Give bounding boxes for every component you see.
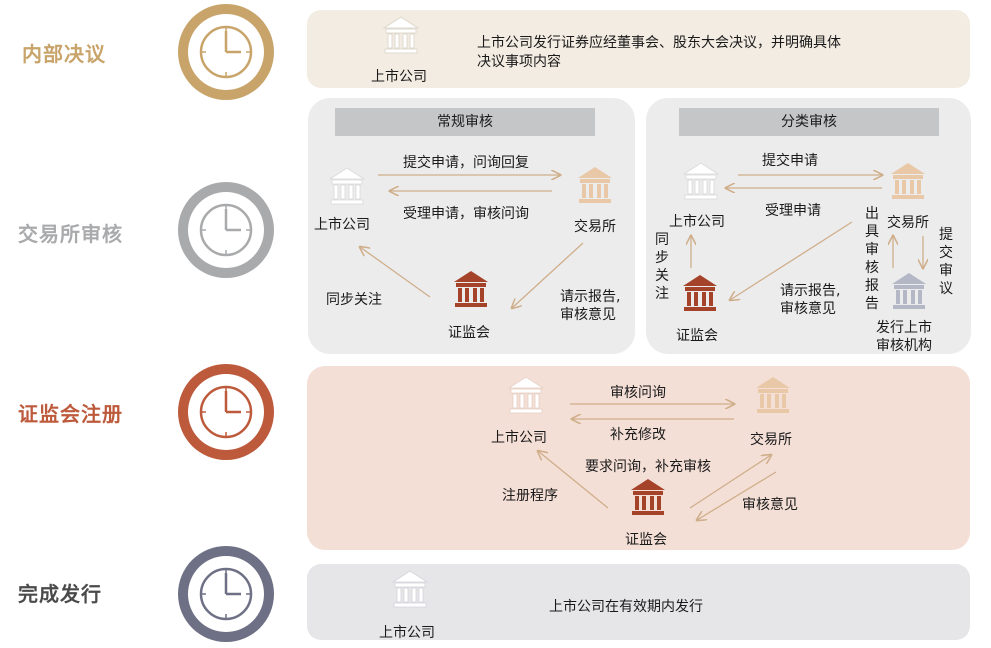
- regular-sync-label: 同步关注: [326, 292, 382, 308]
- bank-building-icon: [328, 167, 366, 205]
- bank-building-icon: [892, 273, 926, 309]
- issuance-company-label: 上市公司: [379, 625, 435, 641]
- bank-building-icon: [891, 163, 925, 199]
- bank-building-icon: [682, 162, 720, 200]
- classified-committee-line2: 审核机构: [876, 338, 932, 354]
- registration-supplement-label: 补充修改: [610, 427, 666, 443]
- bank-building-icon: [454, 271, 488, 307]
- registration-procedure-label: 注册程序: [502, 488, 558, 504]
- classified-report-line1: 请示报告,: [780, 283, 841, 299]
- registration-exchange-label: 交易所: [750, 432, 792, 448]
- registration-opinion-label: 审核意见: [742, 497, 798, 513]
- regular-company-label: 上市公司: [314, 217, 370, 233]
- regular-report-line2: 审核意见: [560, 307, 616, 323]
- stage-label-internal: 内部决议: [22, 42, 106, 66]
- registration-inquiry-label: 审核问询: [610, 385, 666, 401]
- internal-text-line1: 上市公司发行证券应经董事会、股东大会决议，并明确具体: [477, 35, 841, 51]
- bank-building-icon: [382, 16, 420, 54]
- classified-committee-line1: 发行上市: [876, 320, 932, 336]
- bank-building-icon: [756, 377, 790, 413]
- regular-exchange-label: 交易所: [574, 219, 616, 235]
- bank-building-icon: [578, 167, 612, 203]
- classified-submit-review-label: 提交审议: [939, 227, 953, 297]
- stage-label-issuance: 完成发行: [18, 582, 102, 606]
- bank-building-icon: [631, 479, 665, 515]
- regular-review-header: 常规审核: [335, 108, 595, 136]
- classified-company-label: 上市公司: [669, 214, 725, 230]
- bank-building-icon: [391, 570, 429, 608]
- registration-csrc-label: 证监会: [625, 532, 667, 548]
- stage-label-csrc-registration: 证监会注册: [18, 402, 123, 426]
- classified-sync-label: 同步关注: [655, 232, 669, 302]
- internal-company-label: 上市公司: [371, 69, 427, 85]
- classified-issue-report-label: 出具审核报告: [865, 206, 879, 312]
- classified-review-header: 分类审核: [679, 108, 939, 136]
- classified-report-line2: 审核意见: [780, 301, 836, 317]
- regular-review-panel: [308, 98, 635, 354]
- issuance-text: 上市公司在有效期内发行: [549, 599, 703, 615]
- classified-exchange-label: 交易所: [887, 215, 929, 231]
- regular-accept-label: 受理申请，审核问询: [403, 206, 529, 222]
- classified-submit-label: 提交申请: [762, 153, 818, 169]
- regular-report-line1: 请示报告,: [560, 289, 621, 305]
- bank-building-icon: [507, 376, 545, 414]
- internal-text-line2: 决议事项内容: [477, 54, 561, 70]
- stage-label-exchange-review: 交易所审核: [18, 222, 123, 246]
- registration-request-label: 要求问询，补充审核: [585, 459, 711, 475]
- clock-icon: [176, 180, 276, 280]
- registration-company-label: 上市公司: [491, 430, 547, 446]
- regular-csrc-label: 证监会: [448, 325, 490, 341]
- clock-icon: [176, 362, 276, 462]
- internal-resolution-panel: [307, 10, 970, 88]
- clock-icon: [176, 544, 276, 644]
- classified-csrc-label: 证监会: [676, 328, 718, 344]
- registration-panel: [307, 366, 970, 550]
- regular-submit-label: 提交申请，问询回复: [403, 155, 529, 171]
- classified-accept-label: 受理申请: [765, 203, 821, 219]
- clock-icon: [176, 2, 276, 102]
- bank-building-icon: [683, 275, 717, 311]
